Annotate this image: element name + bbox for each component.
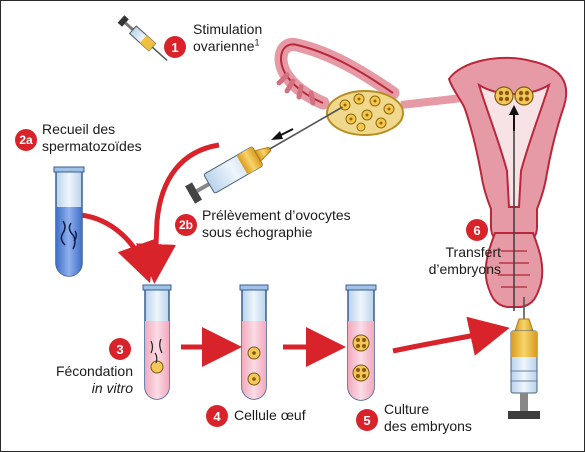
step-4-line-1: Cellule œuf	[234, 407, 306, 423]
test-tube-icon	[142, 284, 172, 400]
syringe-icon	[508, 297, 540, 419]
test-tube-icon	[345, 284, 377, 401]
step-5-line-1: Culture	[384, 401, 430, 417]
step-badge-2a: 2a	[15, 129, 37, 151]
ovary	[326, 90, 404, 136]
step-label-2a: Recueil des spermatozoïdes	[42, 121, 142, 155]
test-tube-icon	[239, 284, 269, 400]
embryo-icon	[494, 86, 534, 106]
step-2b-line-1: Prélèvement d’ovocytes	[202, 207, 351, 223]
step-label-6: Transfert d’embryons	[413, 244, 501, 278]
step-badge-2b: 2b	[175, 214, 197, 236]
step-1-line-1: Stimulation	[193, 21, 263, 37]
step-badge-1: 1	[164, 36, 186, 58]
step-label-4: Cellule œuf	[234, 407, 306, 424]
test-tube-icon	[53, 166, 85, 277]
step-label-5: Culture des embryons	[384, 401, 472, 435]
step-2b-line-2: sous échographie	[202, 224, 313, 240]
step-1-line-2-text: ovarienne	[193, 38, 255, 54]
step-label-2b: Prélèvement d’ovocytes sous échographie	[202, 207, 351, 241]
step-badge-5: 5	[356, 409, 378, 431]
step-badge-6: 6	[466, 219, 488, 241]
step-badge-4: 4	[206, 405, 228, 427]
step-2a-line-2: spermatozoïdes	[42, 138, 142, 154]
step-2a-line-1: Recueil des	[42, 121, 116, 137]
step-label-1: Stimulation ovarienne1	[193, 21, 262, 55]
step-6-line-1: Transfert	[445, 244, 502, 260]
syringe-icon	[185, 106, 343, 204]
footnote-mark: 1	[254, 37, 260, 48]
step-badge-3: 3	[109, 338, 131, 360]
step-label-3: Fécondation in vitro	[43, 363, 133, 397]
step-1-line-2: ovarienne1	[193, 38, 262, 55]
syringe-icon	[117, 15, 168, 62]
step-3-line-1: Fécondation	[55, 363, 133, 379]
step-6-line-2: d’embryons	[428, 261, 501, 277]
step-5-line-2: des embryons	[384, 418, 472, 434]
embryo-icon	[352, 334, 370, 382]
step-3-line-2: in vitro	[91, 380, 133, 396]
uterus	[274, 38, 568, 311]
